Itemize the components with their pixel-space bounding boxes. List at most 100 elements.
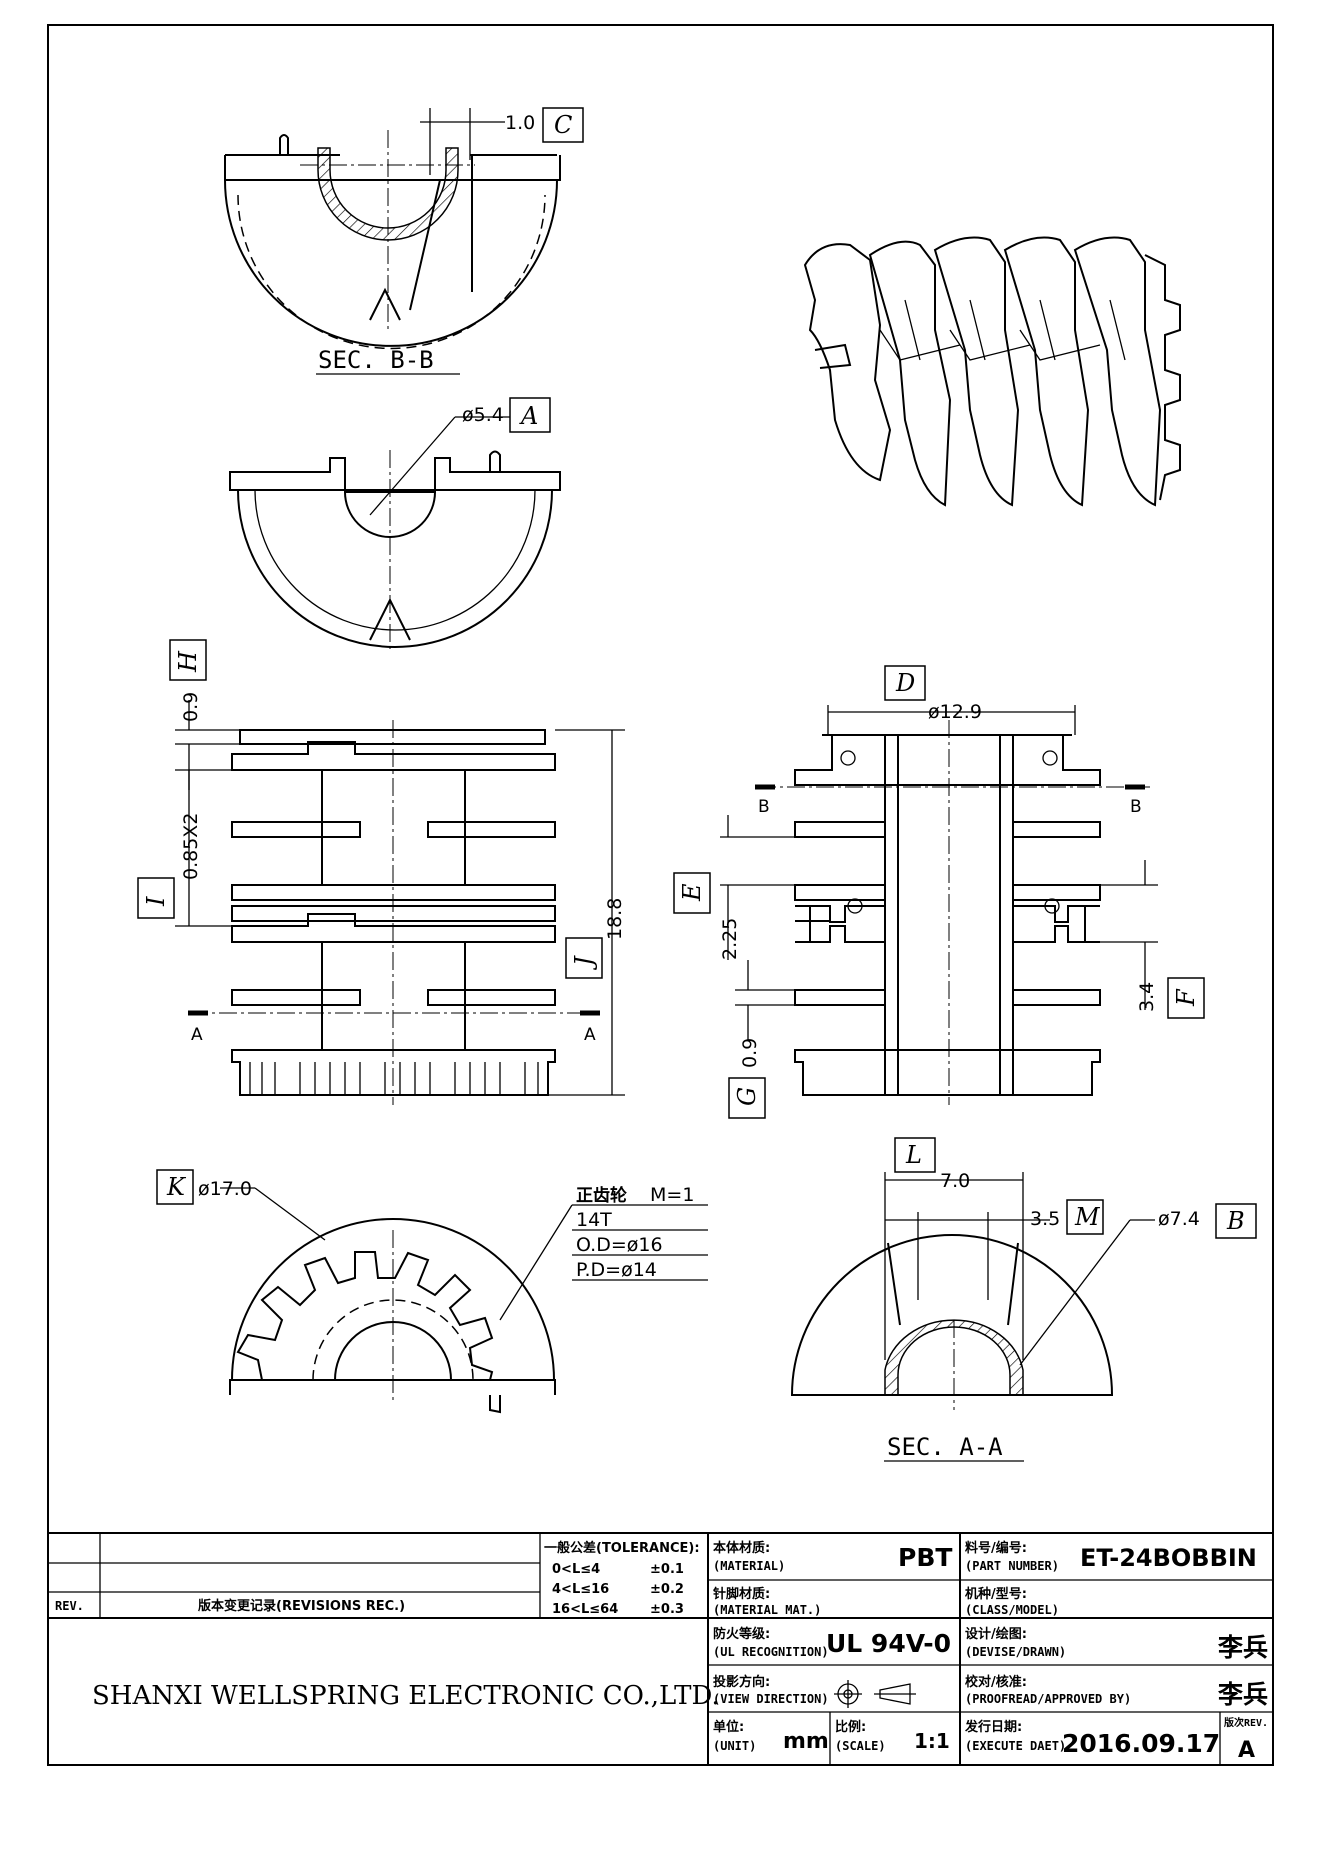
scale-cn: 比例: [835,1719,866,1735]
scale-value: 1:1 [914,1729,950,1753]
gear-view: K ø17.0 正齿轮 M=1 14T O.D=ø16 P.D=ø14 [156,1169,708,1414]
section-aa-title: SEC. A-A [887,1433,1003,1461]
callout-k-box [156,1169,194,1205]
callout-i-value: 0.85X2 [180,813,202,880]
callout-g-value: 0.9 [739,1038,761,1068]
isometric-view [803,236,1181,507]
tolerance-title: 一般公差(TOLERANCE): [544,1540,700,1556]
gear-note-pd: P.D=ø14 [576,1259,657,1281]
callout-f-value: 3.4 [1136,982,1158,1012]
material-value: PBT [898,1543,952,1572]
callout-g-box [728,1077,766,1119]
callout-l-value: 7.0 [940,1170,970,1192]
sheet-border [47,24,1274,1766]
approve-en: (PROOFREAD/APPROVED BY) [965,1692,1131,1706]
callout-h-value: 0.9 [180,692,202,722]
top-view: ø5.4 A [229,397,561,650]
callout-d-value: ø12.9 [928,701,982,723]
callout-j-box [565,937,603,979]
part-no-cn: 料号/编号: [965,1540,1027,1556]
unit-cn: 单位: [713,1719,744,1735]
gear-note-teeth: 14T [576,1209,612,1231]
callout-k-value: ø17.0 [198,1178,252,1200]
unit-en: (UNIT) [713,1739,756,1753]
callout-g-tag: G [733,1087,761,1106]
callout-a-tag: A [519,402,538,430]
date-value: 2016.09.17 [1062,1729,1220,1758]
rev-cn: 版次REV. [1224,1716,1268,1729]
callout-l-tag: L [905,1141,922,1169]
section-aa-view: L 7.0 3.5 M ø7.4 B SEC. A-A [790,1137,1257,1462]
gear-note-od: O.D=ø16 [576,1234,663,1256]
material-label-cn: 本体材质: [713,1540,770,1556]
callout-c-box [542,107,584,143]
class-en: (CLASS/MODEL) [965,1603,1059,1617]
callout-m-box [1066,1199,1104,1235]
callout-k-tag: K [166,1173,187,1201]
callout-m-tag: M [1074,1203,1101,1231]
callout-b-box [1215,1203,1257,1239]
callout-d-box [884,665,926,701]
design-en: (DEVISE/DRAWN) [965,1645,1066,1659]
rev-value: A [1238,1738,1255,1763]
tolerance-range-3: 16<L≤64 [552,1602,618,1617]
front-view: A A 0.9 H 0.85X2 I 18.8 J [137,639,626,1105]
design-cn: 设计/绘图: [965,1626,1027,1642]
pin-material-en: (MATERIAL MAT.) [713,1603,821,1617]
part-no-en: (PART NUMBER) [965,1559,1059,1573]
tolerance-range-2: 4<L≤16 [552,1582,609,1597]
gear-note-title: 正齿轮 [576,1185,627,1206]
section-mark-b-right: B [1130,797,1142,817]
callout-h-tag: H [174,650,202,673]
callout-i-tag: I [142,896,170,907]
rev-label: REV. [55,1599,84,1613]
tolerance-value-3: ±0.3 [650,1602,684,1617]
company-name: SHANXI WELLSPRING ELECTRONIC CO.,LTD. [92,1681,720,1711]
approve-cn: 校对/核准: [965,1674,1027,1690]
section-mark-a-left: A [191,1025,203,1045]
part-no-value: ET-24BOBBIN [1080,1544,1257,1572]
date-en: (EXECUTE DAET) [965,1739,1066,1753]
unit-value: mm [783,1729,829,1754]
view-dir-en: (VIEW DIRECTION) [713,1692,829,1706]
callout-e-value: 2.25 [719,918,741,960]
callout-m-value: 3.5 [1030,1208,1060,1230]
tolerance-value-2: ±0.2 [650,1582,684,1597]
view-dir-cn: 投影方向: [713,1674,770,1690]
flame-cn: 防火等级: [713,1626,770,1642]
callout-f-box [1167,977,1205,1019]
callout-b-tag: B [1226,1207,1245,1235]
section-mark-a-right: A [584,1025,596,1045]
callout-h-box [169,639,207,681]
title-block: REV. 版本变更记录(REVISIONS REC.) 一般公差(TOLERAN… [48,1532,1273,1765]
callout-i-box [137,877,175,919]
flame-en: (UL RECOGNITION) [713,1645,829,1659]
callout-c-value: 1.0 [505,112,535,134]
callout-l-box [894,1137,936,1173]
callout-d-tag: D [895,669,915,697]
class-cn: 机种/型号: [965,1586,1027,1602]
flame-value: UL 94V-0 [826,1629,951,1658]
callout-a-value: ø5.4 [462,404,504,426]
tolerance-value-1: ±0.1 [650,1562,684,1577]
callout-b-value: ø7.4 [1158,1208,1200,1230]
scale-en: (SCALE) [835,1739,886,1753]
callout-e-tag: E [678,883,706,902]
side-view: B B D ø12.9 2.25 E 3.4 F 0.9 G [673,665,1205,1119]
callout-f-tag: F [1172,988,1200,1007]
gear-note-module: M=1 [650,1184,694,1206]
date-cn: 发行日期: [964,1719,1022,1735]
callout-j-value: 18.8 [604,898,626,940]
pin-material-cn: 针脚材质: [712,1586,770,1602]
callout-e-box [673,872,711,914]
approve-value: 李兵 [1218,1680,1268,1709]
projection-symbol-icon [834,1680,916,1708]
section-mark-b-left: B [758,797,770,817]
material-label-en: (MATERIAL) [713,1559,785,1573]
callout-c-tag: C [554,111,572,139]
tolerance-range-1: 0<L≤4 [552,1562,600,1577]
callout-a-box [509,397,551,433]
design-value: 李兵 [1218,1633,1268,1662]
section-bb-title: SEC. B-B [318,346,434,374]
